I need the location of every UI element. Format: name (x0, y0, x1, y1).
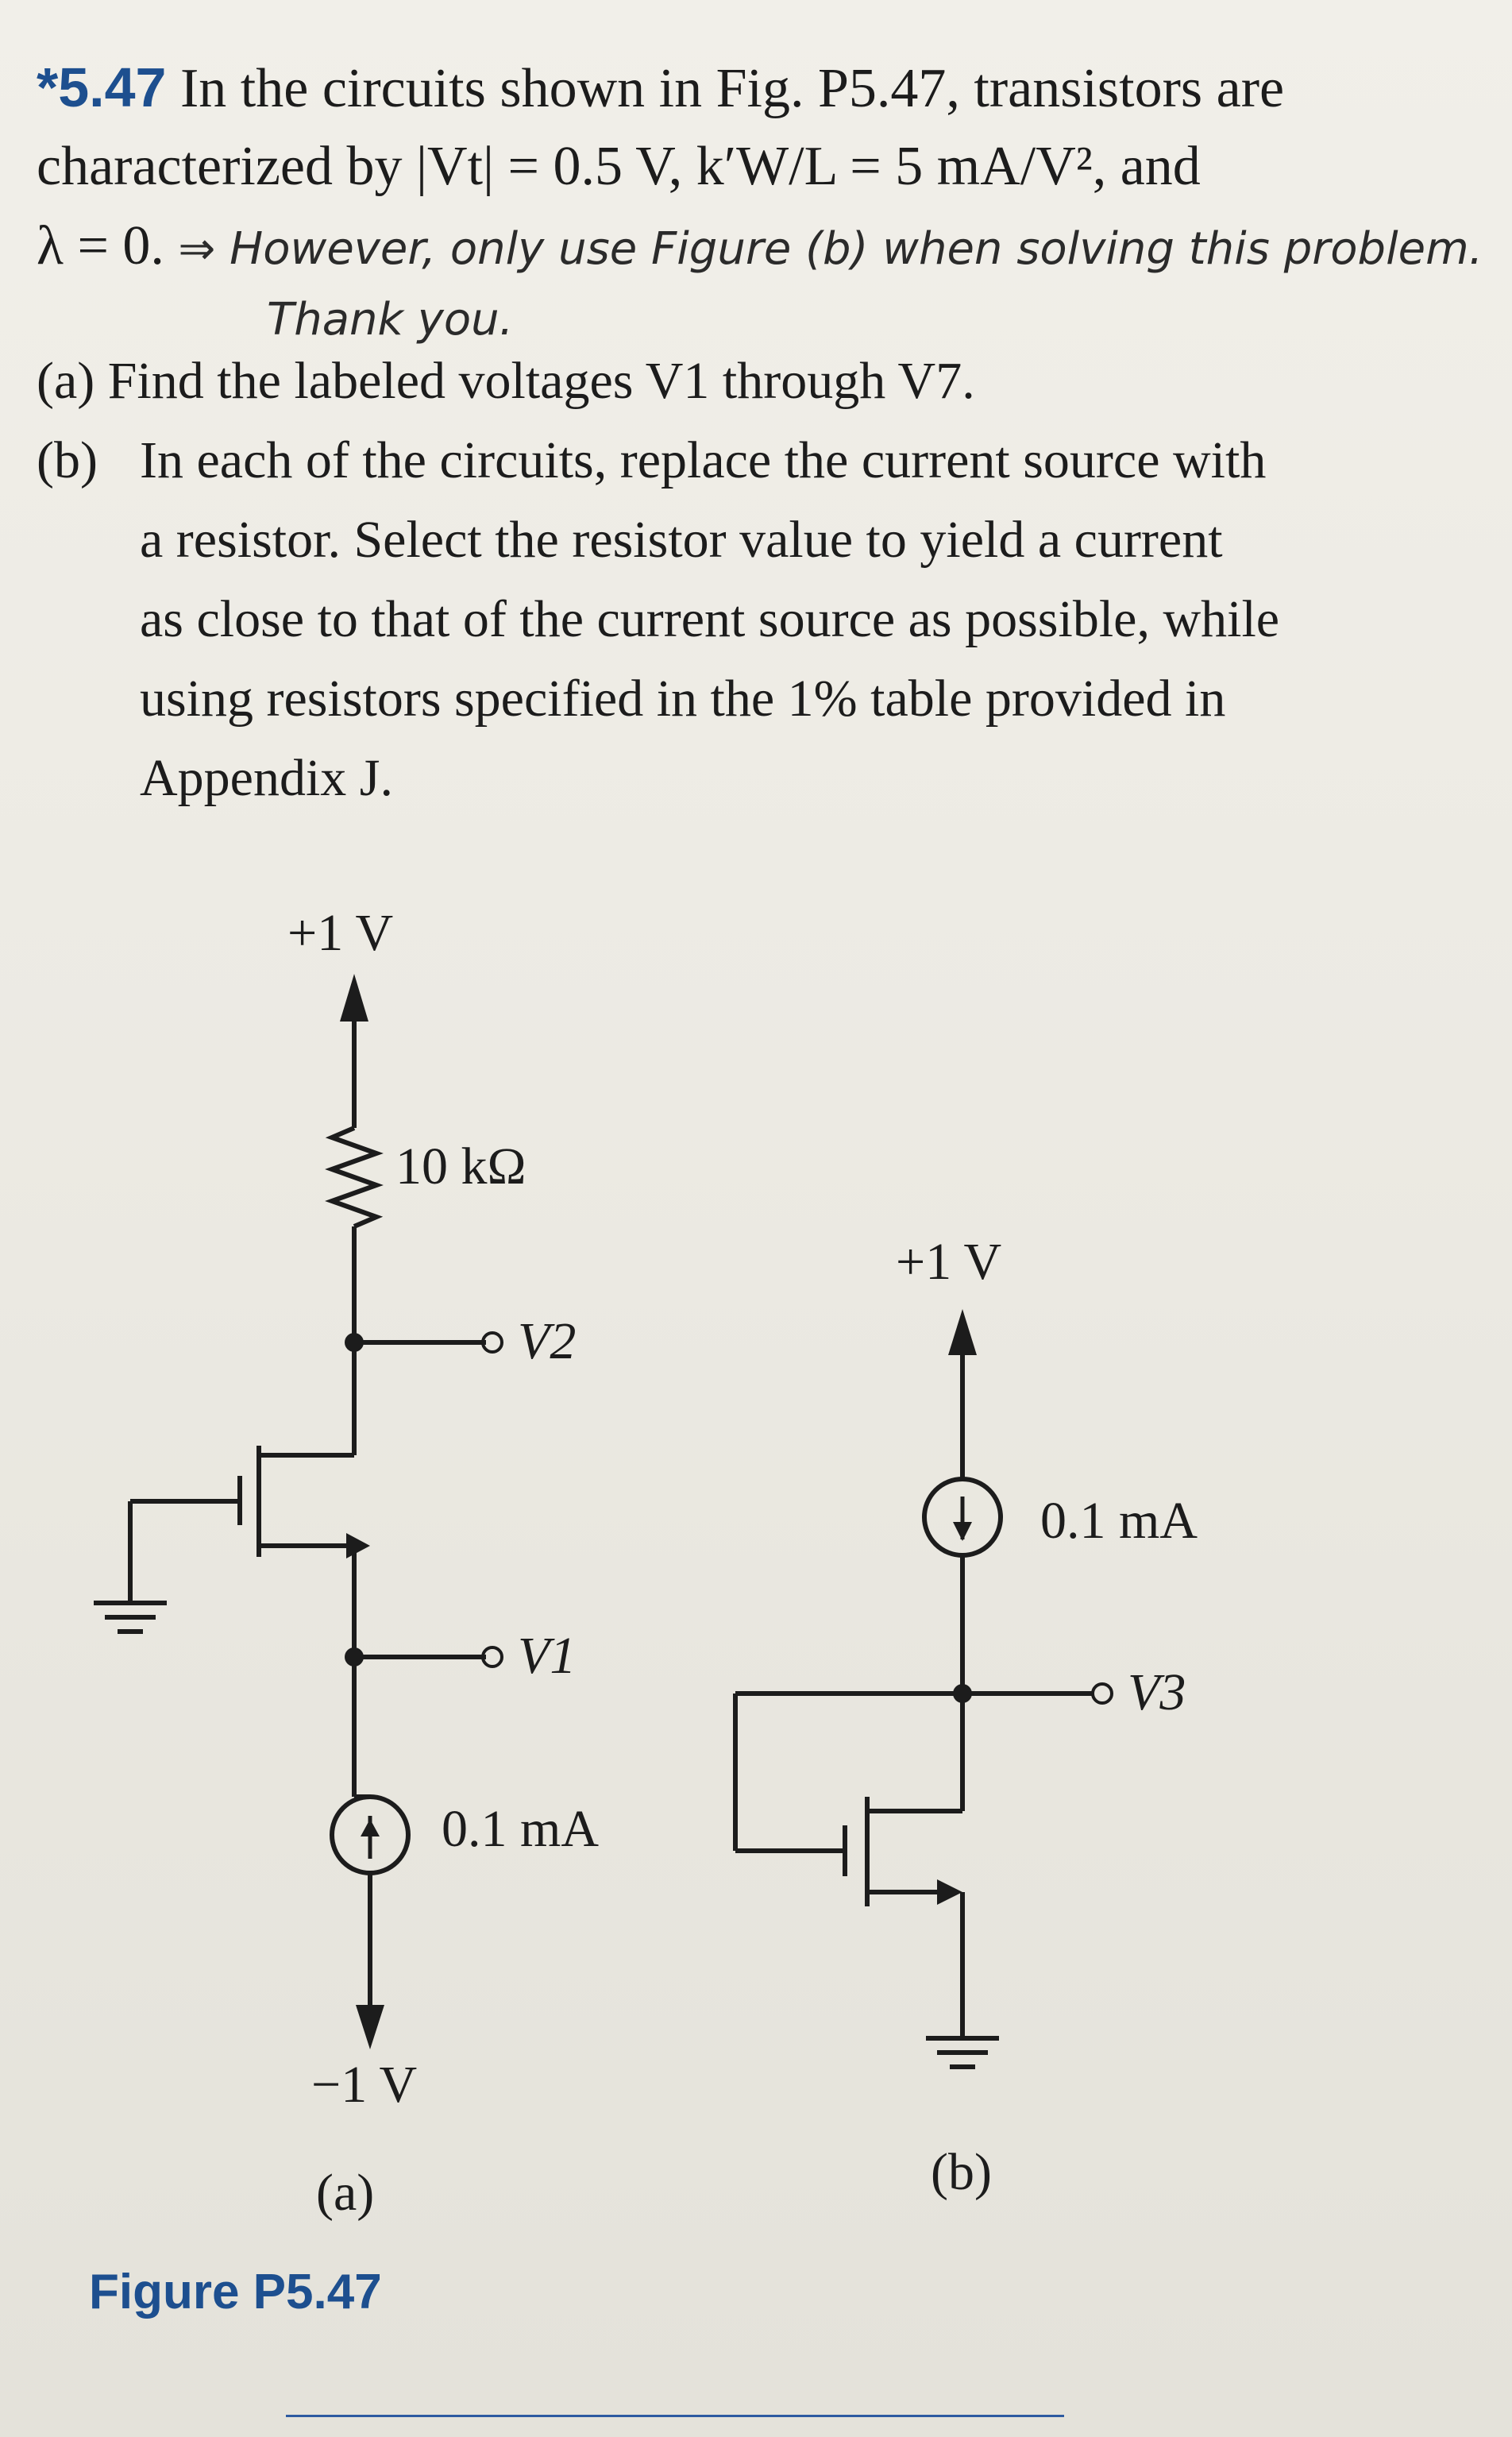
problem-text-line-1: In the circuits shown in Fig. P5.47, tra… (179, 58, 1285, 119)
label-circuit-b: (b) (931, 2143, 992, 2201)
part-b-line-5: Appendix J. (140, 749, 393, 807)
problem-line-1: *5.47 In the circuits shown in Fig. P5.4… (37, 56, 1284, 121)
bottom-rule (286, 2415, 1064, 2417)
node-v2-dot (345, 1333, 364, 1352)
arrow-up-a (340, 974, 368, 1022)
handwritten-thanks: Thank you. (267, 294, 514, 346)
part-b-line-3: as close to that of the current source a… (140, 590, 1280, 648)
label-v1: V1 (518, 1627, 576, 1685)
part-a: (a) Find the labeled voltages V1 through… (37, 350, 975, 413)
problem-text-line-3: λ = 0. (37, 215, 164, 276)
part-a-text: Find the labeled voltages V1 through V7. (107, 352, 975, 410)
part-b-line-2: a resistor. Select the resistor value to… (140, 511, 1223, 569)
arrow-down-a (356, 2005, 384, 2049)
label-a-supply-bottom: −1 V (311, 2056, 417, 2114)
problem-text-line-2: characterized by |Vt| = 0.5 V, k′W/L = 5… (37, 136, 1201, 197)
label-a-current: 0.1 mA (442, 1800, 599, 1858)
label-a-resistor: 10 kΩ (395, 1137, 526, 1195)
handwritten-note: ⇒ However, only use Figure (b) when solv… (178, 223, 1483, 275)
terminal-v3 (1091, 1682, 1113, 1705)
label-a-supply-top: +1 V (287, 904, 393, 962)
label-b-current: 0.1 mA (1040, 1492, 1198, 1550)
part-b-line-1: In each of the circuits, replace the cur… (140, 431, 1267, 489)
problem-line-3: λ = 0. ⇒ However, only use Figure (b) wh… (37, 214, 1483, 281)
terminal-v2 (481, 1331, 503, 1354)
part-b-line-4: using resistors specified in the 1% tabl… (140, 670, 1226, 728)
resistor-a (325, 1126, 384, 1229)
current-arrow-b (953, 1522, 972, 1541)
figure-caption: Figure P5.47 (89, 2265, 382, 2319)
label-v3: V3 (1128, 1663, 1186, 1721)
mosfet-b-arrow (937, 1879, 962, 1905)
problem-number: *5.47 (37, 56, 167, 118)
arrow-up-b (948, 1309, 977, 1355)
node-v1-dot (345, 1647, 364, 1667)
node-v3-dot (953, 1684, 972, 1703)
part-a-label: (a) (37, 352, 95, 410)
label-b-supply-top: +1 V (896, 1233, 1001, 1291)
label-v2: V2 (518, 1312, 576, 1370)
label-circuit-a: (a) (316, 2164, 374, 2222)
terminal-v1 (481, 1646, 503, 1668)
mosfet-a-arrow (346, 1533, 370, 1558)
part-b-label: (b) (37, 431, 98, 489)
